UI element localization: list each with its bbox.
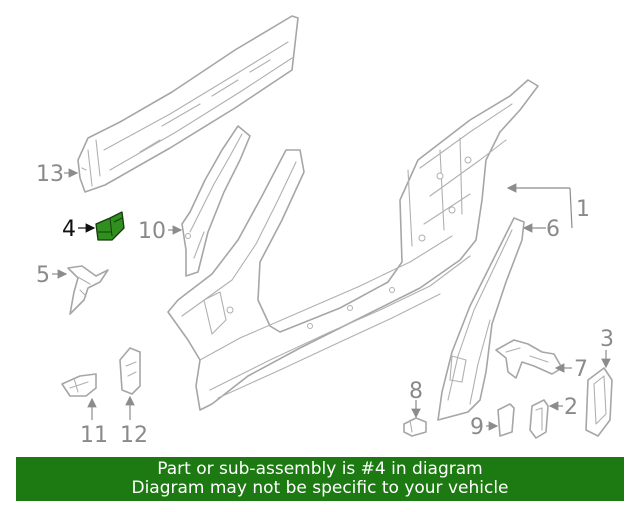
part-13-rocker-panel xyxy=(77,15,299,193)
banner-line-part-number: Part or sub-assembly is #4 in diagram xyxy=(157,459,483,479)
callout-labels: 13 4 5 10 1 6 7 3 2 8 9 11 12 xyxy=(36,162,614,448)
callout-12[interactable]: 12 xyxy=(120,423,148,448)
part-5-bracket xyxy=(67,265,109,315)
part-10-pillar-reinforcement xyxy=(181,125,251,277)
callout-9[interactable]: 9 xyxy=(470,415,484,440)
callout-7[interactable]: 7 xyxy=(574,357,588,382)
callout-3[interactable]: 3 xyxy=(600,327,614,352)
callout-13[interactable]: 13 xyxy=(36,162,64,187)
callout-8[interactable]: 8 xyxy=(409,379,423,404)
callout-6[interactable]: 6 xyxy=(546,217,560,242)
callout-4[interactable]: 4 xyxy=(62,217,76,242)
part-7-bracket xyxy=(495,339,563,379)
callout-2[interactable]: 2 xyxy=(564,395,578,420)
part-6-b-pillar xyxy=(437,217,525,421)
leader-lines xyxy=(52,168,611,431)
callout-11[interactable]: 11 xyxy=(80,423,108,448)
parts-diagram: 13 4 5 10 1 6 7 3 2 8 9 11 12 xyxy=(36,15,614,448)
part-11-bracket xyxy=(61,373,97,397)
part-3-plate xyxy=(585,367,613,437)
part-4-bracket xyxy=(95,211,125,241)
part-9-plate xyxy=(497,403,515,437)
part-8-clip xyxy=(403,417,427,437)
fitment-notice-banner: Part or sub-assembly is #4 in diagram Di… xyxy=(16,457,624,501)
callout-10[interactable]: 10 xyxy=(138,219,166,244)
callout-1[interactable]: 1 xyxy=(576,197,590,222)
part-1-body-side-panel xyxy=(167,79,539,411)
banner-line-disclaimer: Diagram may not be specific to your vehi… xyxy=(131,478,509,498)
callout-5[interactable]: 5 xyxy=(36,263,50,288)
part-12-bracket xyxy=(119,347,141,395)
part-2-bracket xyxy=(529,399,549,439)
